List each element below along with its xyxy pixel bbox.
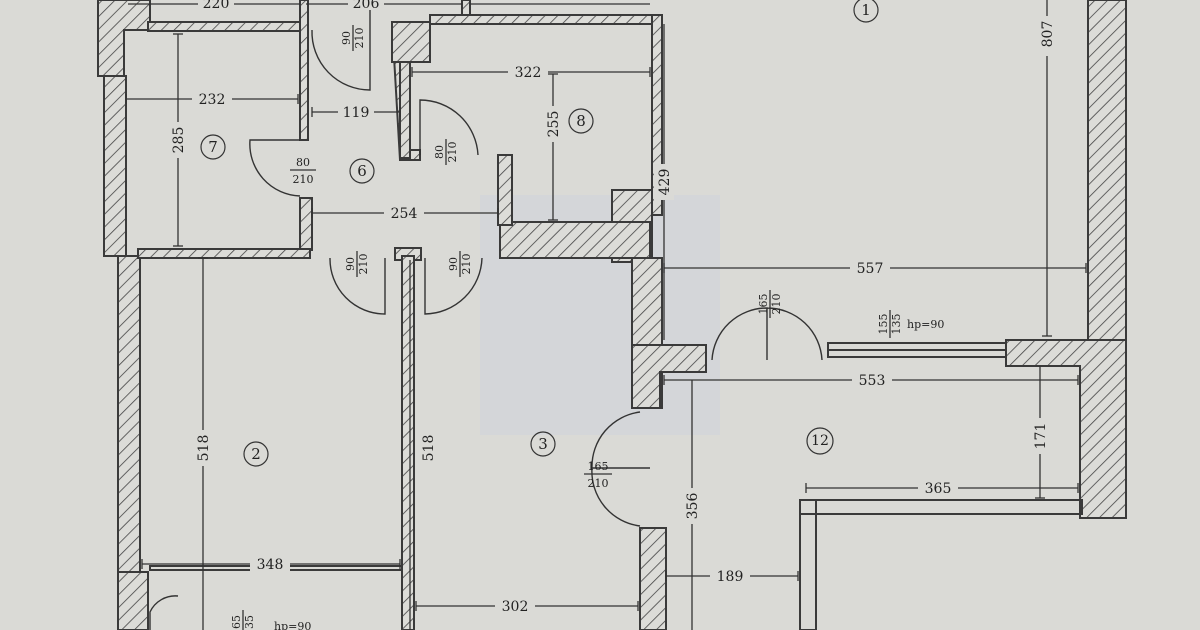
wall-top-stub	[299, 0, 309, 141]
dim-room8-width: 322	[515, 65, 542, 81]
dim-v429: 429	[657, 169, 673, 196]
wall-8-right	[651, 14, 663, 216]
dim-top-mid: 206	[353, 0, 380, 12]
wall-8-leftpier	[399, 61, 411, 159]
wall-left-upper	[103, 75, 127, 257]
sill-label-right: hp=90	[907, 318, 944, 331]
svg-text:6: 6	[357, 162, 367, 180]
svg-text:90: 90	[344, 257, 357, 271]
dim-room8-height: 255	[546, 111, 562, 138]
dim-room2-height: 518	[196, 435, 212, 462]
svg-text:3: 3	[538, 435, 548, 453]
svg-text:90: 90	[340, 31, 353, 45]
dim-h553: 553	[859, 373, 886, 389]
svg-text:210: 210	[446, 142, 459, 163]
wall-left-lower	[117, 255, 141, 573]
wall-3-lower	[639, 527, 667, 630]
door-3-swing	[424, 257, 483, 315]
walls	[97, 0, 1127, 630]
door-2-swing	[329, 257, 386, 315]
svg-text:210: 210	[588, 477, 609, 490]
door-label-8: 80 210	[433, 139, 459, 165]
wall-8-lowpier	[497, 154, 513, 226]
wall-right-outer	[1087, 0, 1127, 341]
wall-8-top	[429, 14, 656, 25]
wall-8-bottomrow	[499, 221, 651, 259]
svg-text:210: 210	[293, 173, 314, 186]
door-labels: 90 210 80 210 80 210 90 210 90 210	[230, 25, 944, 630]
svg-text:210: 210	[353, 28, 366, 49]
room-6: 6	[349, 158, 375, 184]
svg-text:8: 8	[576, 112, 586, 130]
door-label-top: 90 210	[340, 25, 366, 51]
room-7: 7	[200, 134, 226, 160]
dim-room6-width: 254	[391, 206, 418, 222]
svg-text:165: 165	[588, 460, 609, 473]
wall-top-7	[147, 21, 301, 32]
dim-v171: 171	[1033, 423, 1049, 450]
svg-text:80: 80	[296, 156, 310, 169]
window-label-bottom: 65 35	[230, 610, 256, 630]
room-3: 3	[530, 431, 556, 457]
svg-text:12: 12	[811, 433, 829, 449]
room-12: 12	[806, 427, 834, 455]
room-numbers: 1 2 3 6 7 8 12	[200, 0, 879, 467]
dim-v807: 807	[1040, 21, 1056, 48]
svg-text:90: 90	[447, 257, 460, 271]
room-8: 8	[568, 108, 594, 134]
door-label-room3: 165 210	[584, 460, 612, 490]
door-bottom-swing	[149, 595, 179, 630]
door-7-swing	[249, 139, 301, 197]
svg-text:135: 135	[890, 314, 903, 335]
dim-v356: 356	[685, 493, 701, 520]
svg-text:7: 7	[208, 138, 218, 156]
dimension-labels: 220 206 232 285 119 254 322 255 429 807 …	[168, 0, 1057, 615]
dim-h365: 365	[925, 481, 952, 497]
door-8-swing	[419, 99, 479, 156]
svg-text:2: 2	[251, 445, 261, 463]
svg-text:210: 210	[770, 294, 783, 315]
doors	[149, 0, 823, 630]
dim-room2-width: 348	[257, 557, 284, 573]
door-label-2: 90 210	[344, 251, 370, 277]
wall-left-corner	[97, 0, 151, 77]
svg-text:165: 165	[757, 294, 770, 315]
svg-text:65: 65	[230, 615, 243, 629]
svg-text:210: 210	[357, 254, 370, 275]
svg-text:35: 35	[243, 615, 256, 629]
door-room3-swing	[591, 411, 650, 527]
wall-right-corner	[1005, 339, 1127, 519]
wall-3-corner	[631, 344, 707, 409]
door-label-3: 90 210	[447, 251, 473, 277]
dim-room7-width: 232	[199, 92, 226, 108]
dim-room3-height: 518	[421, 435, 437, 462]
svg-text:155: 155	[877, 314, 890, 335]
room-2: 2	[243, 441, 269, 467]
dim-h189: 189	[717, 569, 744, 585]
room-1: 1	[853, 0, 879, 23]
wall-7-bottom	[137, 248, 311, 259]
wall-left-bottom	[117, 571, 149, 630]
window-label-top: 155 135	[877, 310, 903, 338]
door-top-swing	[311, 0, 371, 91]
wall-8-topleft	[391, 21, 431, 63]
sill-label-bottom: hp=90	[274, 620, 311, 630]
door-balcony-swing	[711, 307, 823, 361]
dim-room3-width: 302	[502, 599, 529, 615]
door-label-balcony: 165 210	[757, 290, 783, 318]
wall-7-right-lower	[299, 197, 313, 251]
svg-text:210: 210	[460, 254, 473, 275]
dim-h557: 557	[857, 261, 884, 277]
dim-top-left: 220	[203, 0, 230, 12]
wall-spine	[401, 255, 415, 630]
door-label-7: 80 210	[290, 156, 316, 186]
wall-12-left	[799, 499, 817, 630]
svg-text:1: 1	[861, 1, 871, 19]
dim-corridor: 119	[343, 105, 370, 121]
svg-text:80: 80	[433, 145, 446, 159]
dim-room7-height: 285	[171, 127, 187, 154]
